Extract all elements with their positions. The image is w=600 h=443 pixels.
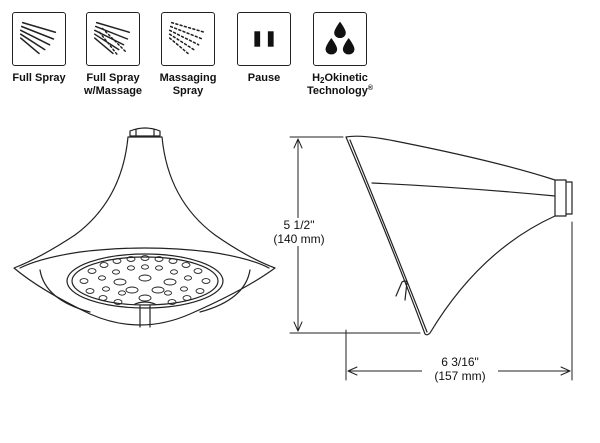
front-view — [13, 127, 276, 328]
water-drops-icon — [313, 12, 367, 66]
side-view — [345, 135, 573, 336]
spray-nozzles — [79, 255, 211, 305]
pause-icon — [237, 12, 291, 66]
full-spray-massage-label: Full Spray w/Massage — [83, 72, 143, 97]
showerhead-dimension-drawing — [13, 127, 573, 381]
spray-mode-legend: Full Spray Full Spray w/Massage Massagin… — [0, 0, 600, 110]
depth-dimension-label: 6 3/16" (157 mm) — [422, 355, 498, 383]
full-spray-icon — [12, 12, 66, 66]
massaging-spray-icon — [161, 12, 215, 66]
massaging-spray-label: Massaging Spray — [159, 72, 217, 97]
height-dimension-label: 5 1/2" (140 mm) — [268, 218, 330, 246]
pause-label: Pause — [247, 72, 281, 84]
full-spray-label: Full Spray — [12, 72, 66, 84]
dimension-lines — [289, 136, 573, 381]
full-spray-massage-icon — [86, 12, 140, 66]
h2okinetic-label: H2Okinetic Technology® — [306, 72, 374, 97]
